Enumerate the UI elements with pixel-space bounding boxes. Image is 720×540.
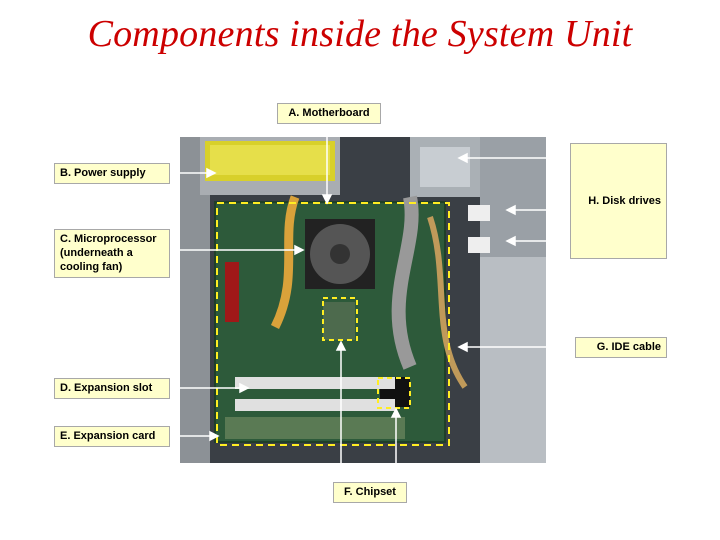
- expansion-slot-label: D. Expansion slot: [54, 378, 170, 399]
- processor-socket-outline: [322, 297, 358, 341]
- page-title: Components inside the System Unit: [87, 13, 633, 55]
- microprocessor-label: C. Microprocessor (underneath a cooling …: [54, 229, 170, 278]
- chipset-outline: [377, 377, 411, 409]
- system-unit-photo: [180, 137, 546, 463]
- chipset-label: F. Chipset: [333, 482, 407, 503]
- disk-drives-label: H. Disk drives: [570, 143, 667, 259]
- ide-cable-label: G. IDE cable: [575, 337, 667, 358]
- power-supply-label: B. Power supply: [54, 163, 170, 184]
- expansion-card-label: E. Expansion card: [54, 426, 170, 447]
- motherboard-outline: [216, 202, 450, 446]
- motherboard-label: A. Motherboard: [277, 103, 381, 124]
